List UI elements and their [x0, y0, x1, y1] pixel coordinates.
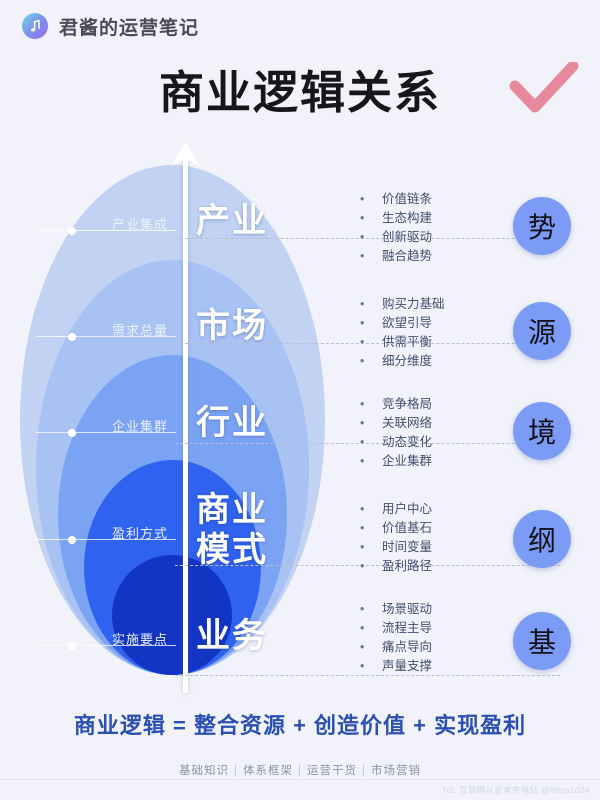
- row-main-label: 产业: [196, 202, 268, 240]
- bullet-item: 声量支撑: [360, 657, 432, 676]
- leader-dot: [68, 429, 76, 437]
- tag-divider: |: [234, 765, 238, 777]
- footer-divider: [0, 779, 600, 780]
- bullet-item: 动态变化: [360, 433, 432, 452]
- tag-divider: |: [298, 765, 302, 777]
- row-bullets: 购买力基础 欲望引导 供需平衡 细分维度: [360, 295, 445, 371]
- row-main-label: 市场: [196, 307, 268, 345]
- leader-line: [36, 642, 176, 650]
- row-sublabel: 实施要点: [111, 632, 168, 647]
- leader-dot: [68, 333, 76, 341]
- leader-dot: [68, 227, 76, 235]
- row-bullets: 场景驱动 流程主导 痛点导向 声量支撑: [360, 600, 432, 676]
- tag-list: 基础知识 | 体系框架 | 运营干货 | 市场营销: [0, 762, 600, 778]
- leader-line: [36, 227, 176, 235]
- bullet-item: 价值链条: [360, 190, 432, 209]
- leader-line: [36, 333, 176, 341]
- row-separator: [175, 343, 560, 344]
- row-sublabel: 企业集群: [111, 419, 168, 434]
- row-bullets: 价值链条 生态构建 创新驱动 融合趋势: [360, 190, 432, 266]
- watermark-text: TG: 互联网从业者充电站 @https1024: [441, 785, 590, 795]
- row-separator: [175, 675, 560, 676]
- leader-dot: [68, 642, 76, 650]
- tag-divider: |: [362, 765, 366, 777]
- bullet-item: 时间变量: [360, 538, 432, 557]
- bullet-item: 融合趋势: [360, 247, 432, 266]
- header-bar: 君酱的运营笔记: [0, 0, 600, 52]
- bullet-item: 流程主导: [360, 619, 432, 638]
- bullet-item: 供需平衡: [360, 333, 445, 352]
- vertical-axis-line: [183, 158, 188, 693]
- row-main-label: 商业 模式: [196, 491, 268, 569]
- nested-ellipse-diagram: 产业集成 产业 价值链条 生态构建 创新驱动 融合趋势 势 需求总量 市场 购: [0, 140, 600, 700]
- bullet-item: 细分维度: [360, 352, 445, 371]
- brand-title: 君酱的运营笔记: [59, 17, 200, 39]
- check-mark-icon: [505, 60, 583, 122]
- bullet-item: 场景驱动: [360, 600, 432, 619]
- bullet-item: 痛点导向: [360, 638, 432, 657]
- bullet-item: 欲望引导: [360, 314, 445, 333]
- music-note-icon: [22, 13, 48, 39]
- row-badge-yuan: 源: [513, 302, 571, 360]
- row-sublabel: 需求总量: [111, 323, 168, 338]
- row-separator: [175, 565, 560, 566]
- row-separator: [175, 443, 560, 444]
- row-bullets: 用户中心 价值基石 时间变量 盈利路径: [360, 500, 432, 576]
- upward-arrow-icon: [170, 142, 201, 168]
- row-badge-jing: 境: [513, 402, 571, 460]
- bullet-item: 购买力基础: [360, 295, 444, 314]
- page-title: 商业逻辑关系: [158, 67, 441, 118]
- bullet-item: 价值基石: [360, 519, 432, 538]
- bullet-item: 创新驱动: [360, 228, 432, 247]
- bullet-item: 生态构建: [360, 209, 432, 228]
- ellipse-layer-operations: [112, 555, 232, 675]
- bullet-item: 盈利路径: [360, 557, 432, 576]
- tag-item: 市场营销: [371, 765, 421, 777]
- bullet-item: 企业集群: [360, 452, 432, 471]
- summary-formula: 商业逻辑 = 整合资源 + 创造价值 + 实现盈利: [73, 713, 527, 738]
- row-sublabel: 产业集成: [111, 217, 168, 232]
- row-badge-gang: 纲: [513, 510, 571, 568]
- tag-item: 基础知识: [179, 765, 229, 777]
- row-bullets: 竞争格局 关联网络 动态变化 企业集群: [360, 395, 432, 471]
- tag-item: 运营干货: [307, 765, 357, 777]
- row-badge-ji: 基: [513, 612, 571, 670]
- bullet-item: 用户中心: [360, 500, 432, 519]
- row-sublabel: 盈利方式: [111, 526, 168, 541]
- leader-dot: [68, 536, 76, 544]
- row-separator: [175, 238, 560, 239]
- row-main-label: 行业: [196, 404, 268, 442]
- bullet-item: 关联网络: [360, 414, 432, 433]
- bullet-item: 竞争格局: [360, 395, 432, 414]
- row-badge-shi: 势: [513, 197, 571, 255]
- leader-line: [36, 429, 176, 437]
- tag-item: 体系框架: [243, 765, 293, 777]
- row-main-label: 业务: [196, 617, 268, 655]
- leader-line: [36, 536, 176, 544]
